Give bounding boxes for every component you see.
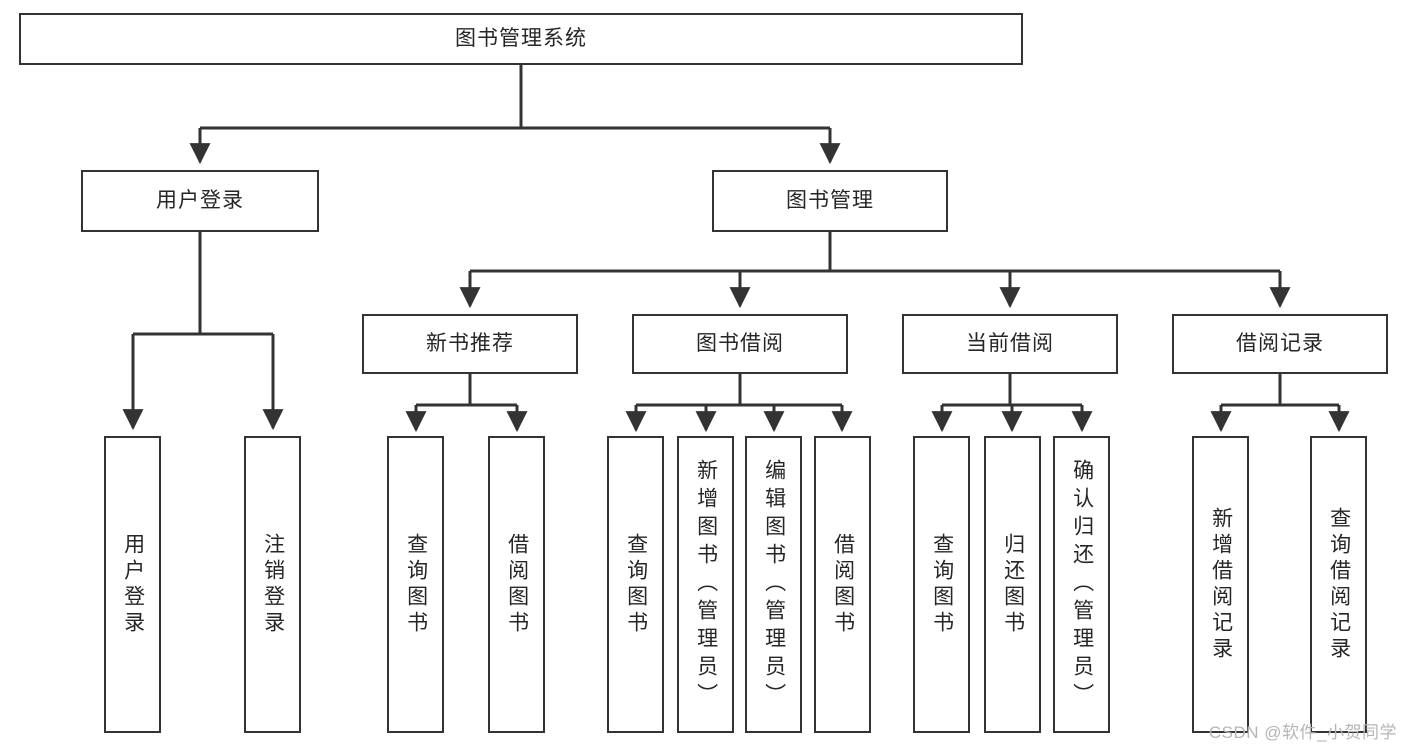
leaf-borrow-book-recommend[interactable]: 借阅图书	[488, 436, 545, 733]
leaf-logout-login[interactable]: 注销登录	[244, 436, 301, 733]
node-root-system[interactable]: 图书管理系统	[19, 13, 1023, 65]
node-borrow-record[interactable]: 借阅记录	[1172, 314, 1388, 374]
leaf-edit-book-admin[interactable]: 编辑图书（管理员）	[745, 436, 802, 733]
leaf-add-borrow-record[interactable]: 新增借阅记录	[1192, 436, 1249, 733]
node-user-login[interactable]: 用户登录	[81, 170, 319, 232]
leaf-add-book-admin[interactable]: 新增图书（管理员）	[677, 436, 734, 733]
leaf-return-book[interactable]: 归还图书	[984, 436, 1041, 733]
leaf-confirm-return-admin[interactable]: 确认归还（管理员）	[1053, 436, 1110, 733]
leaf-query-book-recommend[interactable]: 查询图书	[387, 436, 444, 733]
leaf-query-book-borrow[interactable]: 查询图书	[607, 436, 664, 733]
leaf-user-login[interactable]: 用户登录	[104, 436, 161, 733]
leaf-borrow-book[interactable]: 借阅图书	[814, 436, 871, 733]
leaf-query-borrow-record[interactable]: 查询借阅记录	[1310, 436, 1367, 733]
node-book-borrow[interactable]: 图书借阅	[632, 314, 848, 374]
leaf-query-book-current[interactable]: 查询图书	[913, 436, 970, 733]
node-current-borrow[interactable]: 当前借阅	[902, 314, 1118, 374]
csdn-watermark: CSDN @软件_小贺同学	[1208, 723, 1397, 742]
node-new-book-recommend[interactable]: 新书推荐	[362, 314, 578, 374]
node-book-manage[interactable]: 图书管理	[712, 170, 948, 232]
